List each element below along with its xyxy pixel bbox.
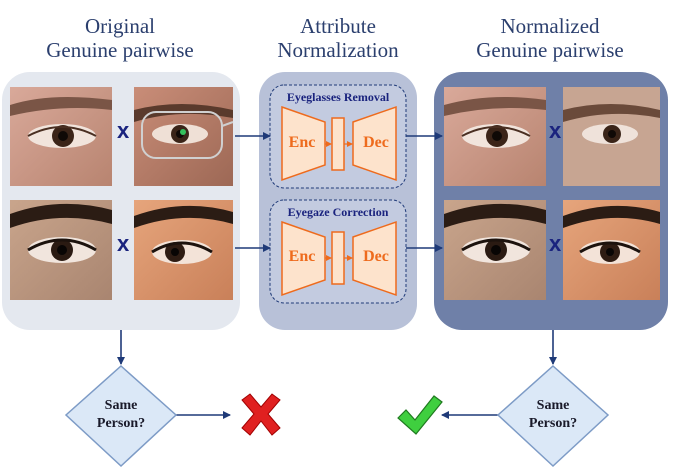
decoder-label-bottom: Dec: [363, 248, 389, 265]
attribute-title-line1: Attribute: [300, 14, 376, 38]
normalized-title-line1: Normalized: [500, 14, 600, 38]
eyegaze-correction-title: Eyegaze Correction: [276, 205, 400, 220]
photo-original-top-right: [134, 87, 234, 186]
encoder-shape-top: [281, 105, 326, 182]
decoder-label-top: Dec: [363, 134, 389, 151]
right-decision-diamond: [496, 364, 610, 468]
normalized-title-line2: Genuine pairwise: [476, 38, 624, 62]
latent-block-bottom: [331, 231, 345, 285]
photo-normalized-top-left: [444, 87, 546, 186]
attribute-normalization-title: Attribute Normalization: [258, 14, 418, 62]
accept-check-icon: [397, 395, 443, 435]
photo-original-top-left: [10, 87, 112, 186]
normalized-title: Normalized Genuine pairwise: [430, 14, 670, 62]
pair-symbol-original-top: x: [117, 118, 130, 143]
photo-normalized-top-right: [563, 87, 660, 186]
encoder-shape-bottom: [281, 220, 326, 297]
decoder-shape-top: [352, 105, 397, 182]
eyeglasses-removal-title: Eyeglasses Removal: [276, 90, 400, 105]
photo-normalized-bottom-right: [563, 200, 660, 300]
right-decision-question: Same Person?: [528, 398, 578, 431]
original-title: Original Genuine pairwise: [0, 14, 240, 62]
pair-symbol-normalized-top: x: [549, 118, 562, 143]
pair-symbol-original-bottom: x: [117, 231, 130, 256]
left-decision-question: Same Person?: [96, 398, 146, 431]
encoder-label-top: Enc: [288, 134, 316, 151]
reject-cross-icon: [241, 393, 281, 436]
photo-original-bottom-right: [134, 200, 233, 300]
original-title-line2: Genuine pairwise: [46, 38, 194, 62]
pair-symbol-normalized-bottom: x: [549, 231, 562, 256]
left-decision-diamond: [64, 364, 178, 468]
encoder-label-bottom: Enc: [288, 248, 316, 265]
decoder-shape-bottom: [352, 220, 397, 297]
photo-original-bottom-left: [10, 200, 112, 300]
original-title-line1: Original: [85, 14, 155, 38]
attribute-title-line2: Normalization: [277, 38, 399, 62]
photo-normalized-bottom-left: [444, 200, 546, 300]
latent-block-top: [331, 117, 345, 171]
